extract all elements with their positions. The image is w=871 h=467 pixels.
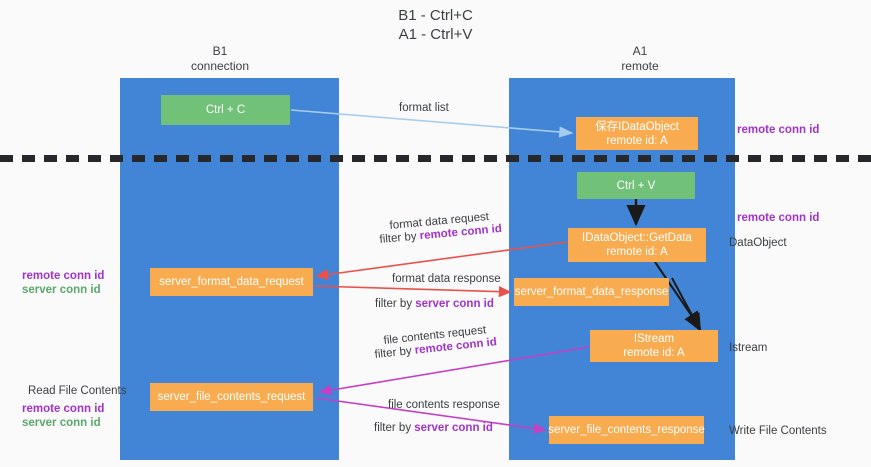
annotation-right-dataobject: DataObject [729, 237, 787, 249]
annotation-left-server-conn-id-top: server conn id [22, 284, 101, 296]
node-server-format-data-request[interactable]: server_format_data_request [150, 268, 313, 296]
filter-prefix: filter by [374, 344, 416, 361]
edge-label-format-list: format list [399, 102, 449, 114]
node-ctrl-v[interactable]: Ctrl + V [577, 172, 695, 199]
filter-prefix: filter by [374, 422, 415, 434]
annotation-left-remote-conn-id-top: remote conn id [22, 270, 105, 282]
node-server-file-contents-response-label: server_file_contents_response [548, 424, 705, 436]
node-save-idataobject-label: 保存IDataObject [595, 120, 679, 133]
annotation-left-conn-ids-bottom: remote conn id server conn id [22, 402, 104, 430]
page-title: B1 - Ctrl+C A1 - Ctrl+V [0, 6, 871, 44]
node-ctrl-c-label: Ctrl + C [205, 104, 246, 116]
node-save-idataobject-remote-id: remote id: A [606, 134, 668, 147]
node-istream-label: IStream [633, 333, 675, 345]
column-header-b1: B1 connection [130, 44, 310, 74]
annotation-left-read-file-contents: Read File Contents [28, 385, 127, 397]
annotation-right-istream: Istream [729, 342, 768, 354]
edge-label-file-contents-response: file contents response [388, 399, 500, 411]
node-server-format-data-request-label: server_format_data_request [159, 276, 304, 288]
annotation-left-server-conn-id-bottom: server conn id [22, 417, 101, 429]
phase-divider [0, 155, 871, 162]
node-ctrl-v-label: Ctrl + V [616, 179, 656, 192]
node-server-file-contents-request-label: server_file_contents_request [157, 391, 306, 403]
node-idataobject-getdata-label: IDataObject::GetData [582, 232, 692, 244]
annotation-right-remote-conn-id-mid: remote conn id [737, 212, 820, 224]
filter-prefix: filter by [379, 230, 421, 246]
column-header-a1: A1 remote [520, 44, 760, 74]
edge-label-format-data-response: format data response [392, 273, 501, 285]
annotation-right-remote-conn-id-top: remote conn id [737, 124, 820, 136]
column-header-a1-role: remote [621, 59, 659, 73]
filter-key-server-conn-id: server conn id [415, 298, 494, 310]
annotation-left-conn-ids-top: remote conn id server conn id [22, 269, 104, 297]
node-server-file-contents-request[interactable]: server_file_contents_request [150, 383, 313, 411]
node-server-file-contents-response[interactable]: server_file_contents_response [548, 416, 705, 444]
node-idataobject-getdata-remote-id: remote id: A [606, 246, 668, 258]
node-server-format-data-response-label: server_format_data_response [514, 286, 669, 298]
edge-label-file-contents-response-filter: filter by server conn id [374, 421, 493, 436]
annotation-right-write-file-contents: Write File Contents [729, 425, 827, 437]
filter-key-server-conn-id: server conn id [414, 422, 493, 434]
node-istream-remote-id: remote id: A [623, 347, 685, 359]
node-save-idataobject[interactable]: 保存IDataObject remote id: A [576, 117, 698, 150]
node-idataobject-getdata[interactable]: IDataObject::GetData remote id: A [568, 228, 706, 262]
title-line-2: A1 - Ctrl+V [398, 26, 473, 43]
edge-label-format-data-response-filter: filter by server conn id [375, 297, 494, 312]
node-ctrl-c[interactable]: Ctrl + C [161, 95, 290, 125]
column-header-b1-role: connection [190, 59, 250, 73]
column-header-a1-name: A1 [632, 44, 648, 58]
annotation-left-remote-conn-id-bottom: remote conn id [22, 403, 105, 415]
filter-prefix: filter by [375, 298, 416, 310]
node-server-format-data-response[interactable]: server_format_data_response [514, 278, 669, 306]
title-line-1: B1 - Ctrl+C [398, 7, 473, 24]
column-header-b1-name: B1 [212, 44, 228, 58]
node-istream[interactable]: IStream remote id: A [590, 330, 718, 362]
